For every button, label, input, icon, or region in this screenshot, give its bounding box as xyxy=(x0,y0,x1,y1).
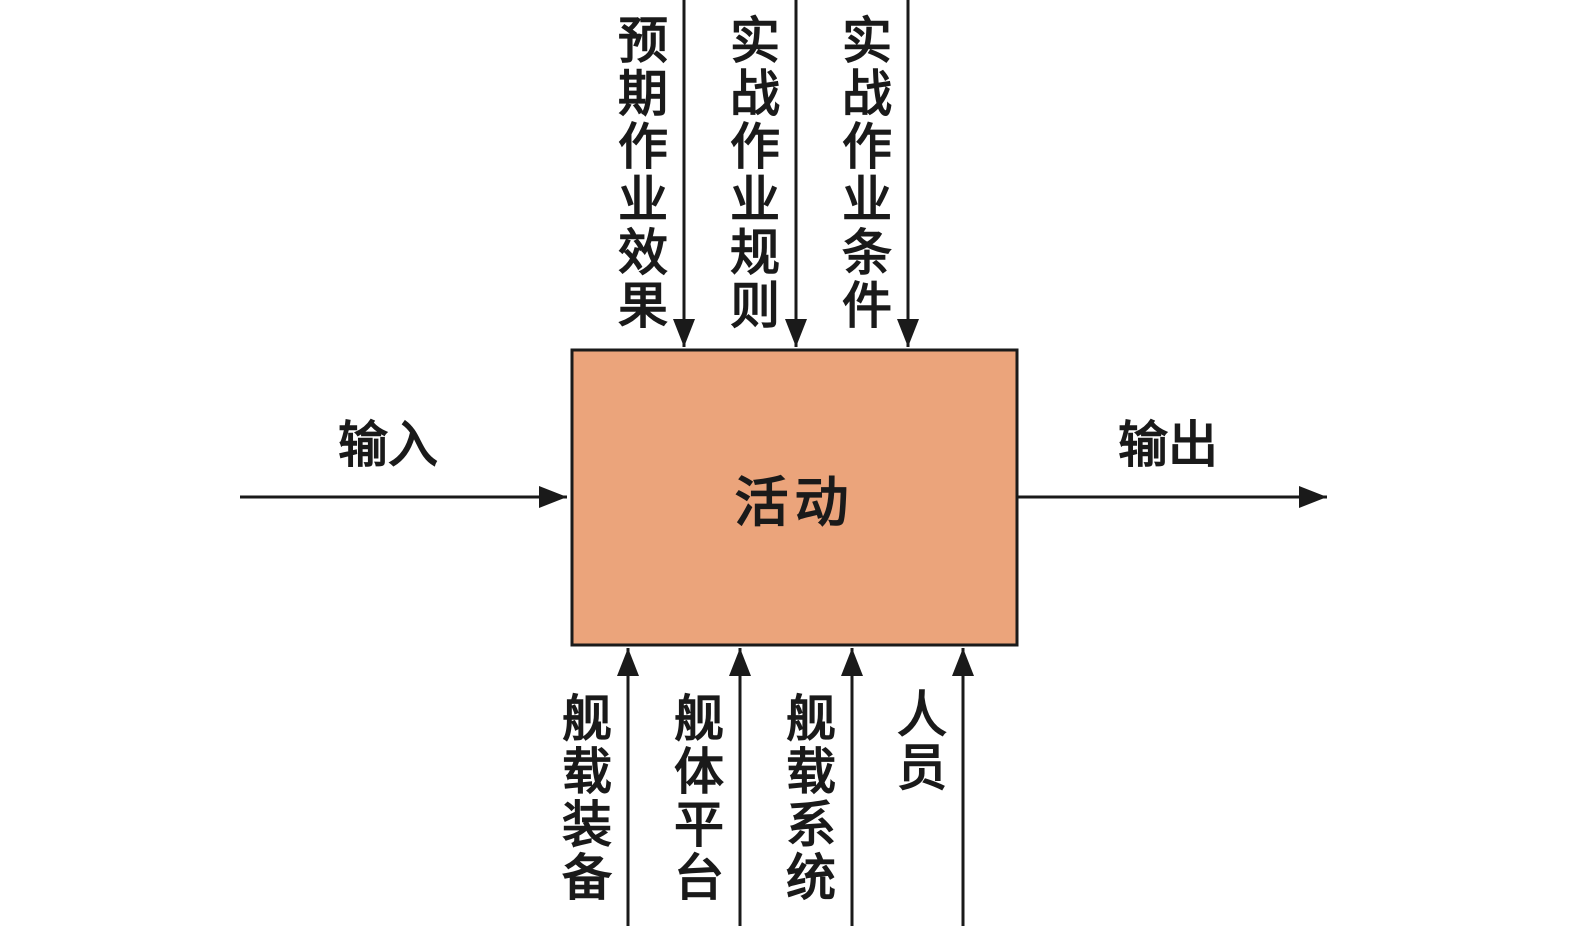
activity-label: 活动 xyxy=(734,473,855,533)
control-label-combat-operation-conditions: 实战作业条件 xyxy=(835,14,891,332)
mechanism-label-personnel: 人员 xyxy=(890,688,946,794)
input-label: 输入 xyxy=(338,417,438,473)
mechanism-label-hull-platform: 舰体平台 xyxy=(667,692,723,904)
activity-box xyxy=(570,348,1019,647)
output-label: 输出 xyxy=(1118,417,1218,473)
control-label-combat-operation-rules: 实战作业规则 xyxy=(723,14,779,332)
mechanism-label-shipborne-equipment: 舰载装备 xyxy=(555,692,611,904)
mechanism-label-shipborne-system: 舰载系统 xyxy=(779,692,835,904)
control-label-expected-operation-effect: 预期作业效果 xyxy=(611,14,667,332)
